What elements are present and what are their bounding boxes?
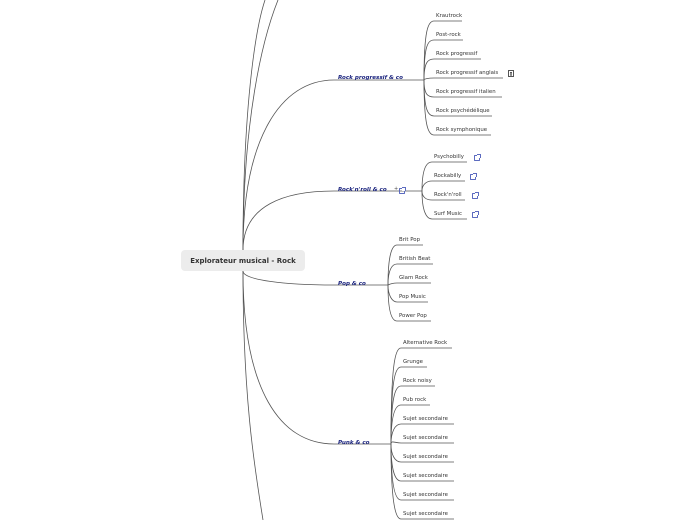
leaf-label: Krautrock bbox=[436, 13, 463, 19]
external-link-icon[interactable] bbox=[399, 187, 406, 194]
leaf-label: Rock progressif bbox=[436, 51, 478, 57]
leaf-rocknroll[interactable]: Rock'n'roll bbox=[434, 192, 462, 198]
leaf-label: Surf Music bbox=[434, 211, 463, 217]
leaf-brit-pop[interactable]: Brit Pop bbox=[399, 237, 420, 243]
branch-label: Rock progressif & co bbox=[338, 75, 403, 81]
connector-leaf-1-2 bbox=[423, 39, 463, 81]
connector-leaf-1-3 bbox=[423, 58, 481, 81]
leaf-label: Psychobilly bbox=[434, 154, 464, 160]
leaf-surf-music[interactable]: Surf Music bbox=[434, 211, 462, 217]
branch-rocknroll[interactable]: Rock'n'roll & co bbox=[338, 187, 387, 193]
leaf-psychobilly[interactable]: Psychobilly bbox=[434, 154, 464, 160]
leaf-label: Post-rock bbox=[436, 32, 461, 38]
connector-leaf-1-7 bbox=[423, 79, 491, 136]
connector-leaf-4-10 bbox=[390, 443, 454, 520]
connector-leaf-4-6 bbox=[390, 441, 454, 445]
leaf-label: British Beat bbox=[399, 256, 431, 262]
connector-root-branch-2 bbox=[242, 190, 335, 251]
leaf-post-rock[interactable]: Post-rock bbox=[436, 32, 461, 38]
expand-plus-icon[interactable]: + bbox=[394, 186, 399, 192]
connector-root-top bbox=[242, 0, 279, 251]
leaf-rock-progressif[interactable]: Rock progressif bbox=[436, 51, 477, 57]
leaf-label: Sujet secondaire bbox=[403, 511, 448, 517]
connector-root-bottom bbox=[242, 270, 264, 520]
leaf-label: Rock psychédélique bbox=[436, 108, 490, 114]
branch-rock-progressif[interactable]: Rock progressif & co bbox=[338, 75, 403, 81]
leaf-label: Rockabilly bbox=[434, 173, 462, 179]
leaf-label: Power Pop bbox=[399, 313, 427, 319]
branch-label: Pop & co bbox=[338, 281, 366, 287]
connector-root-branch-1 bbox=[242, 79, 335, 251]
external-link-icon[interactable] bbox=[470, 173, 477, 180]
leaf-alternative-rock[interactable]: Alternative Rock bbox=[403, 340, 447, 346]
connector-leaf-3-2 bbox=[387, 263, 433, 286]
connector-leaf-4-5 bbox=[390, 423, 454, 445]
leaf-power-pop[interactable]: Power Pop bbox=[399, 313, 427, 319]
leaf-sujet-secondaire[interactable]: Sujet secondaire bbox=[403, 492, 448, 498]
branch-pop[interactable]: Pop & co bbox=[338, 281, 366, 287]
branch-label: Punk & co bbox=[338, 440, 370, 446]
leaf-rockabilly[interactable]: Rockabilly bbox=[434, 173, 461, 179]
leaf-label: Rock progressif anglais bbox=[436, 70, 499, 76]
note-icon[interactable] bbox=[508, 70, 514, 77]
leaf-sujet-secondaire[interactable]: Sujet secondaire bbox=[403, 473, 448, 479]
leaf-label: Sujet secondaire bbox=[403, 454, 448, 460]
leaf-krautrock[interactable]: Krautrock bbox=[436, 13, 462, 19]
leaf-label: Pop Music bbox=[399, 294, 426, 300]
root-topic[interactable]: Explorateur musical - Rock bbox=[181, 250, 305, 271]
leaf-sujet-secondaire[interactable]: Sujet secondaire bbox=[403, 435, 448, 441]
leaf-rock-symphonique[interactable]: Rock symphonique bbox=[436, 127, 487, 133]
leaf-british-beat[interactable]: British Beat bbox=[399, 256, 430, 262]
leaf-rock-psychedelique[interactable]: Rock psychédélique bbox=[436, 108, 490, 114]
leaf-label: Rock noisy bbox=[403, 378, 432, 384]
leaf-sujet-secondaire[interactable]: Sujet secondaire bbox=[403, 416, 448, 422]
connector-leaf-2-1 bbox=[421, 161, 467, 192]
connector-leaf-2-4 bbox=[421, 190, 467, 220]
leaf-label: Sujet secondaire bbox=[403, 473, 448, 479]
connector-leaf-4-4 bbox=[390, 404, 430, 445]
leaf-label: Rock progressif italien bbox=[436, 89, 496, 95]
branch-label: Rock'n'roll & co bbox=[338, 187, 387, 193]
root-topic-label: Explorateur musical - Rock bbox=[190, 256, 296, 265]
leaf-label: Sujet secondaire bbox=[403, 492, 448, 498]
leaf-rock-noisy[interactable]: Rock noisy bbox=[403, 378, 432, 384]
connector-root-branch-3 bbox=[242, 270, 335, 286]
leaf-pub-rock[interactable]: Pub rock bbox=[403, 397, 426, 403]
leaf-sujet-secondaire[interactable]: Sujet secondaire bbox=[403, 511, 448, 517]
leaf-rock-progressif-italien[interactable]: Rock progressif italien bbox=[436, 89, 496, 95]
leaf-label: Sujet secondaire bbox=[403, 416, 448, 422]
connector-root-branch-4 bbox=[242, 270, 335, 445]
leaf-label: Sujet secondaire bbox=[403, 435, 448, 441]
leaf-label: Rock'n'roll bbox=[434, 192, 462, 198]
leaf-label: Grunge bbox=[403, 359, 423, 365]
leaf-sujet-secondaire[interactable]: Sujet secondaire bbox=[403, 454, 448, 460]
connector-leaf-2-2 bbox=[421, 180, 465, 192]
leaf-label: Glam Rock bbox=[399, 275, 428, 281]
connector-leaf-1-4 bbox=[423, 77, 503, 81]
connector-root-top-2 bbox=[242, 0, 266, 251]
leaf-label: Brit Pop bbox=[399, 237, 421, 243]
external-link-icon[interactable] bbox=[472, 211, 479, 218]
leaf-pop-music[interactable]: Pop Music bbox=[399, 294, 426, 300]
external-link-icon[interactable] bbox=[472, 192, 479, 199]
leaf-label: Rock symphonique bbox=[436, 127, 488, 133]
leaf-label: Pub rock bbox=[403, 397, 427, 403]
leaf-rock-progressif-anglais[interactable]: Rock progressif anglais bbox=[436, 70, 498, 76]
connector-leaf-3-3 bbox=[387, 282, 431, 286]
connector-leaf-3-5 bbox=[387, 284, 431, 322]
leaf-grunge[interactable]: Grunge bbox=[403, 359, 423, 365]
leaf-glam-rock[interactable]: Glam Rock bbox=[399, 275, 428, 281]
leaf-label: Alternative Rock bbox=[403, 340, 448, 346]
branch-punk[interactable]: Punk & co bbox=[338, 440, 370, 446]
external-link-icon[interactable] bbox=[474, 154, 481, 161]
